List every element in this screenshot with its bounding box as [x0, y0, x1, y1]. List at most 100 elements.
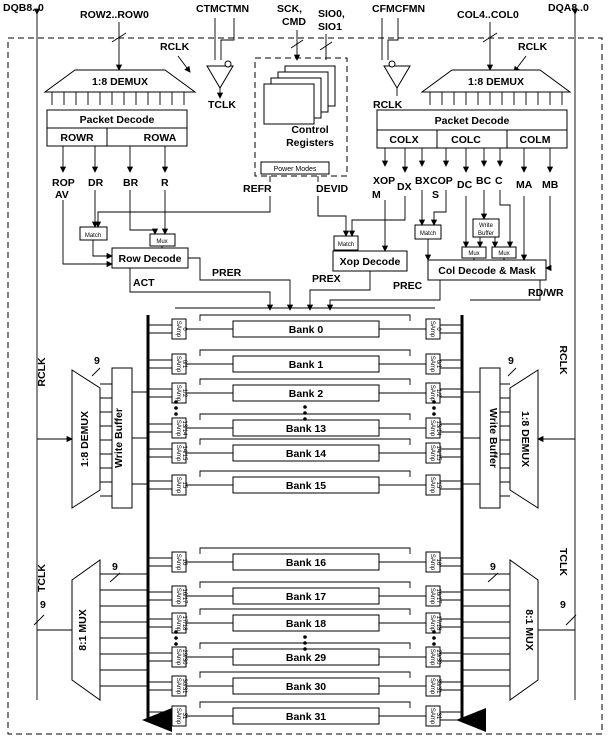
bank-ctrl-wire: [199, 438, 411, 445]
col-wb-label-1: Write: [479, 223, 494, 229]
samp-id: 29/30: [435, 649, 441, 665]
samp-id: 14/15: [181, 445, 187, 461]
c-label: C: [495, 175, 503, 187]
sck-slash: [290, 39, 304, 49]
xop-wires: [306, 196, 406, 311]
col-mux-1-label: Mux: [468, 251, 479, 257]
col-wires: [326, 190, 552, 311]
dc-label: DC: [457, 179, 473, 191]
bank-wires: [148, 652, 462, 662]
bank-wires: [148, 324, 462, 334]
samp-id: 15: [181, 482, 187, 489]
right-demux: [509, 369, 539, 509]
dqb-label: DQB8..0: [3, 2, 44, 14]
bank-label: Bank 15: [286, 480, 326, 492]
row-bus-slash: [111, 32, 127, 43]
cmd-label: CMD: [282, 16, 306, 28]
right-width-out: 9: [490, 561, 496, 573]
samp-label: SAmp: [175, 356, 181, 373]
bc-label: BC: [476, 175, 492, 187]
right-rclk-label: RCLK: [557, 345, 569, 375]
samp-id: 0/1: [181, 360, 187, 369]
row-decode-label: Row Decode: [118, 253, 181, 265]
samp-label: SAmp: [429, 477, 435, 494]
xop-label: XOP: [373, 175, 395, 187]
mb-label: MB: [542, 179, 559, 191]
samp-label: SAmp: [175, 649, 181, 666]
left-width-out: 9: [112, 561, 118, 573]
bank-wires: [148, 448, 462, 458]
col-packet-decode-label: Packet Decode: [435, 115, 510, 127]
left-demux-out: [100, 383, 148, 497]
left-width-slash: [91, 367, 101, 377]
bank-wires: [148, 557, 462, 567]
left-width-dq-slash: [33, 614, 45, 626]
control-dash-box: [254, 57, 348, 177]
col-bus-slash: [482, 32, 498, 43]
row-decode-wires: [62, 190, 319, 268]
col-bus-label: COL4..COL0: [457, 9, 519, 21]
cfm-buffer-triangle: [383, 65, 411, 89]
samp-id: 16/17: [181, 588, 187, 604]
dx-label: DX: [397, 181, 412, 193]
col-signal-lines: [381, 148, 554, 173]
row-demux-label: 1:8 DEMUX: [92, 76, 148, 88]
tclk-label: TCLK: [208, 99, 236, 111]
samp-label: SAmp: [429, 445, 435, 462]
right-width-dq-slash: [565, 614, 577, 626]
bank-wires: [148, 591, 462, 601]
samp-label: SAmp: [175, 708, 181, 725]
bank-wires: [148, 359, 462, 369]
col-rclk-top-label: RCLK: [518, 41, 548, 53]
samp-id: 16: [435, 559, 441, 566]
col-demux-label: 1:8 DEMUX: [468, 76, 524, 88]
m-label: M: [372, 189, 381, 201]
rowa-label: ROWA: [144, 132, 177, 144]
samp-label: SAmp: [429, 588, 435, 605]
samp-id: 13/14: [181, 420, 187, 436]
dqa-label: DQA8..0: [548, 2, 589, 14]
samp-id: 0: [435, 327, 441, 331]
right-width-out-slash: [487, 572, 499, 583]
right-demux-out: [462, 383, 510, 497]
tclk-buffer-triangle: [206, 65, 234, 89]
col-decode-label: Col Decode & Mask: [438, 265, 536, 277]
samp-label: SAmp: [429, 708, 435, 725]
prex-label: PREX: [312, 273, 341, 285]
samp-label: SAmp: [175, 321, 181, 338]
samp-label: SAmp: [175, 420, 181, 437]
colc-label: COLC: [451, 134, 481, 146]
row-rclk-label: RCLK: [160, 41, 190, 53]
right-mux-in: [462, 573, 510, 687]
samp-id: 1/2: [435, 389, 441, 398]
control-title-1: Control: [291, 124, 328, 136]
left-demux: [71, 369, 101, 509]
act-label: ACT: [133, 277, 155, 289]
left-width-dq: 9: [40, 599, 46, 611]
col-rclk-label: RCLK: [373, 99, 403, 111]
samp-id: 30/31: [435, 678, 441, 694]
samp-id: 16/17: [435, 588, 441, 604]
bank-ellipsis: [174, 400, 436, 651]
bank-wires: [148, 681, 462, 691]
samp-label: SAmp: [429, 678, 435, 695]
bank-label: Bank 29: [286, 652, 326, 664]
bank-wires: [148, 618, 462, 628]
samp-id: 0: [181, 327, 187, 331]
ctrl-reg-stack-1: [263, 83, 315, 125]
right-width-slash: [507, 367, 517, 377]
samp-label: SAmp: [175, 477, 181, 494]
ma-label: MA: [516, 179, 533, 191]
bank-ctrl-wire: [199, 701, 411, 708]
left-mux-label: 8:1 MUX: [77, 609, 89, 650]
left-mux: [71, 559, 101, 701]
col-demux: [420, 69, 572, 93]
left-width-in: 9: [94, 355, 100, 367]
row-packet-decode-label: Packet Decode: [80, 114, 155, 126]
control-title-2: Registers: [286, 137, 334, 149]
bank-label: Bank 13: [286, 423, 326, 435]
